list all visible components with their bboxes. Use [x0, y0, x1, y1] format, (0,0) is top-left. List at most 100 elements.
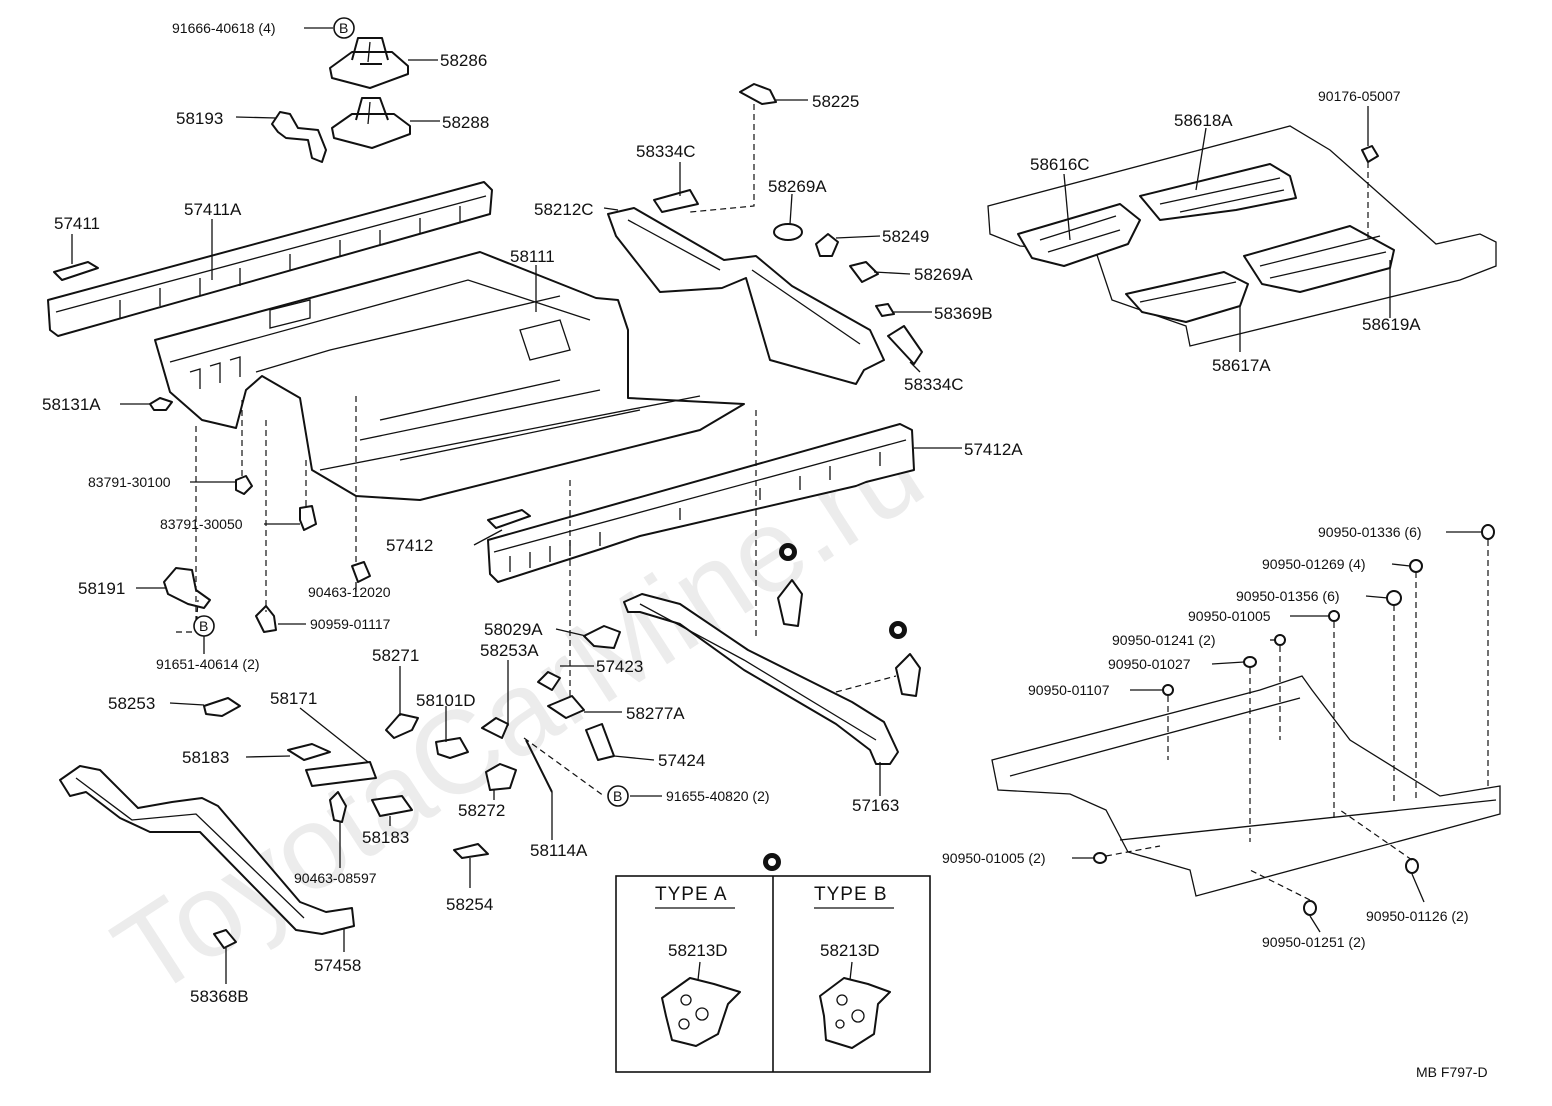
part-58171-plate[interactable] [305, 761, 377, 787]
part-58369B-clip[interactable] [875, 303, 895, 317]
label-90463-08597: 90463-08597 [294, 870, 377, 886]
label-58111: 58111 [510, 247, 555, 266]
part-57412A-side-rail[interactable] [487, 423, 915, 583]
label-90950-01027: 90950-01027 [1108, 656, 1191, 672]
part-58029A-bracket[interactable] [583, 625, 621, 649]
label-58212C: 58212C [534, 200, 594, 219]
label-58271: 58271 [372, 646, 419, 665]
part-58272-pad[interactable] [485, 763, 517, 791]
part-58193-bracket[interactable] [271, 111, 327, 163]
assembly-line [689, 104, 755, 213]
label-91651-40614: 91651-40614 (2) [156, 656, 260, 672]
part-58253-pad[interactable] [203, 697, 241, 717]
part-58213D-type-a[interactable] [661, 977, 741, 1047]
label-57411A: 57411A [184, 200, 242, 219]
part-58617A-mat[interactable] [1125, 271, 1249, 323]
plug-icon[interactable] [1303, 900, 1317, 916]
plug-icon[interactable] [1243, 656, 1257, 668]
svg-text:B: B [339, 20, 348, 36]
plug-icon[interactable] [1386, 590, 1402, 606]
label-90950-01107: 90950-01107 [1028, 682, 1110, 698]
plug-icon[interactable] [1409, 559, 1423, 573]
leader [849, 961, 853, 981]
label-90950-01241: 90950-01241 (2) [1112, 632, 1216, 648]
part-57411-clip[interactable] [53, 261, 99, 281]
part-58213D-type-b[interactable] [819, 977, 891, 1049]
part-58114A-rod[interactable] [525, 739, 553, 793]
floor-outline-bottom-right[interactable] [991, 675, 1501, 897]
part-57412-bracket[interactable] [487, 509, 531, 529]
part-58368B-clip[interactable] [213, 929, 237, 949]
part-58101D-bracket[interactable] [435, 737, 469, 759]
part-58277A-bracket[interactable] [547, 695, 585, 719]
plug-icon[interactable] [1405, 858, 1419, 874]
part-58619A-mat[interactable] [1243, 225, 1395, 293]
part-58334C-bracket-b[interactable] [887, 325, 923, 365]
part-58249-bracket[interactable] [815, 233, 839, 257]
label-58225: 58225 [812, 92, 859, 111]
part-58212C-panel[interactable] [607, 207, 885, 385]
part-90463-12020-clip[interactable] [351, 561, 371, 583]
part-57458-crossmember[interactable] [59, 765, 355, 935]
part-57423-clip[interactable] [537, 671, 561, 691]
plug-icon[interactable] [1328, 610, 1340, 622]
label-90950-01336: 90950-01336 (6) [1318, 524, 1422, 540]
part-58271-bracket[interactable] [385, 713, 419, 739]
label-57163: 57163 [852, 796, 899, 815]
label-58334C-a: 58334C [636, 142, 696, 161]
label-58368B: 58368B [190, 987, 249, 1006]
marker-b: B [193, 615, 215, 637]
part-58183-pad-a[interactable] [287, 743, 331, 761]
label-58618A: 58618A [1174, 111, 1233, 130]
footer-code: MB F797-D [1416, 1064, 1488, 1080]
part-clip-c1[interactable] [777, 579, 803, 627]
label-57458: 57458 [314, 956, 361, 975]
part-57411A-side-rail[interactable] [47, 181, 493, 337]
label-58272: 58272 [458, 801, 505, 820]
part-83791-30100-clip[interactable] [235, 475, 253, 495]
plug-icon[interactable] [1274, 634, 1286, 646]
part-58269A-plug-b[interactable] [849, 261, 879, 283]
type-a-heading: TYPE A [655, 884, 728, 905]
part-clip-c2[interactable] [895, 653, 921, 697]
part-58288-boot[interactable] [331, 97, 411, 149]
part-58183-pad-b[interactable] [371, 795, 413, 817]
marker-b: B [333, 17, 355, 39]
part-58618A-mat[interactable] [1139, 163, 1297, 221]
assembly-line [1339, 809, 1413, 861]
label-58183-b: 58183 [362, 828, 409, 847]
part-58131A-clip[interactable] [149, 397, 173, 411]
part-58191-bracket[interactable] [163, 567, 211, 609]
label-58131A: 58131A [42, 395, 101, 414]
label-58616C: 58616C [1030, 155, 1090, 174]
marker-c [763, 853, 781, 871]
plug-icon[interactable] [1093, 852, 1107, 864]
part-58616C-mat[interactable] [1017, 203, 1141, 267]
part-90463-08597-clip[interactable] [329, 791, 347, 823]
part-58269A-plug-a[interactable] [773, 223, 803, 241]
label-90950-01005-a: 90950-01005 [1188, 608, 1271, 624]
label-58191: 58191 [78, 579, 125, 598]
part-58286-boot[interactable] [329, 37, 409, 89]
label-58029A: 58029A [484, 620, 543, 639]
plug-icon[interactable] [1481, 524, 1495, 540]
label-57424: 57424 [658, 751, 705, 770]
part-58225-clip[interactable] [739, 83, 777, 105]
assembly-line [835, 675, 897, 693]
label-58253: 58253 [108, 694, 155, 713]
part-90176-05007-clip[interactable] [1361, 145, 1379, 163]
part-83791-30050-clip[interactable] [299, 505, 317, 531]
part-57163-crossmember[interactable] [623, 593, 899, 765]
label-58114A: 58114A [530, 841, 588, 860]
label-57412A: 57412A [964, 440, 1023, 459]
part-58334C-bracket-a[interactable] [653, 189, 699, 213]
plug-icon[interactable] [1162, 684, 1174, 696]
label-90463-12020: 90463-12020 [308, 584, 391, 600]
label-57423: 57423 [596, 657, 643, 676]
part-58111-floor-pan[interactable] [154, 251, 745, 501]
label-90959-01117: 90959-01117 [310, 616, 391, 632]
part-58254-pad[interactable] [453, 843, 489, 859]
label-90950-01356: 90950-01356 (6) [1236, 588, 1340, 604]
part-90959-01117-clip[interactable] [255, 605, 277, 633]
